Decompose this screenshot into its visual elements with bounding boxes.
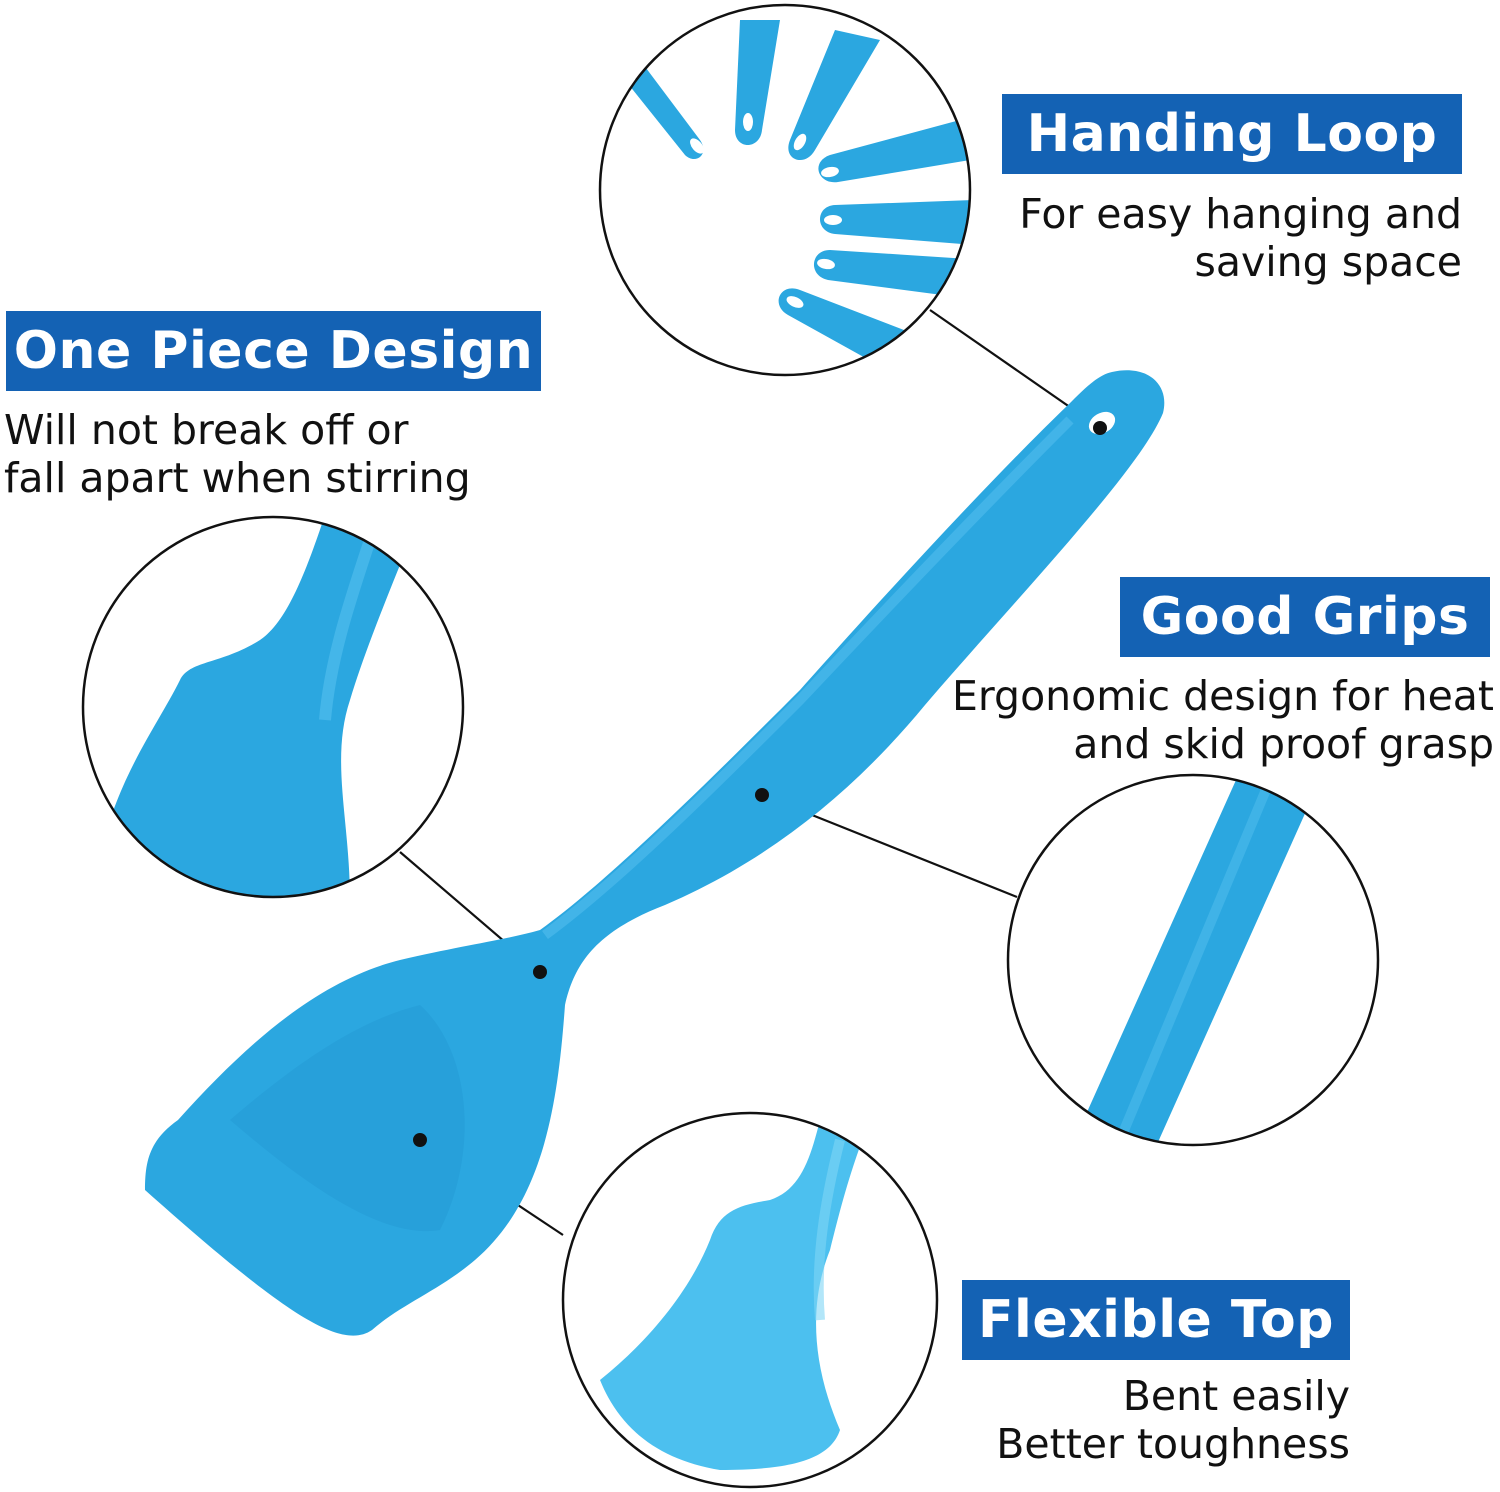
- loop-closeup-circle: [598, 3, 972, 377]
- good-grips-line-2: and skid proof grasp: [1073, 720, 1494, 768]
- one-piece-line-1: Will not break off or: [4, 406, 409, 454]
- hanging-loop-title: Handing Loop: [1002, 94, 1462, 174]
- callout-dots: [413, 421, 1107, 1147]
- spatula-main: [145, 370, 1165, 1336]
- good-grips-title: Good Grips: [1120, 577, 1490, 657]
- grip-closeup-circle: [1006, 773, 1380, 1147]
- good-grips-description: Ergonomic design for heat and skid proof…: [952, 672, 1494, 768]
- flexible-top-description: Bent easily Better toughness: [996, 1372, 1350, 1468]
- hanging-loop-line-1: For easy hanging and: [1019, 190, 1462, 238]
- loop-handles: [625, 20, 970, 375]
- flexible-closeup-circle: [561, 1111, 939, 1489]
- hanging-loop-line-2: saving space: [1194, 238, 1462, 286]
- flexible-top-line-2: Better toughness: [996, 1420, 1350, 1468]
- one-piece-closeup-circle: [81, 515, 465, 899]
- hanging-loop-description: For easy hanging and saving space: [1019, 190, 1462, 286]
- one-piece-description: Will not break off or fall apart when st…: [4, 406, 471, 502]
- flexible-top-title: Flexible Top: [962, 1280, 1350, 1360]
- one-piece-title: One Piece Design: [6, 311, 541, 391]
- flexible-top-line-1: Bent easily: [1122, 1372, 1350, 1420]
- good-grips-line-1: Ergonomic design for heat: [952, 672, 1494, 720]
- one-piece-line-2: fall apart when stirring: [4, 454, 471, 502]
